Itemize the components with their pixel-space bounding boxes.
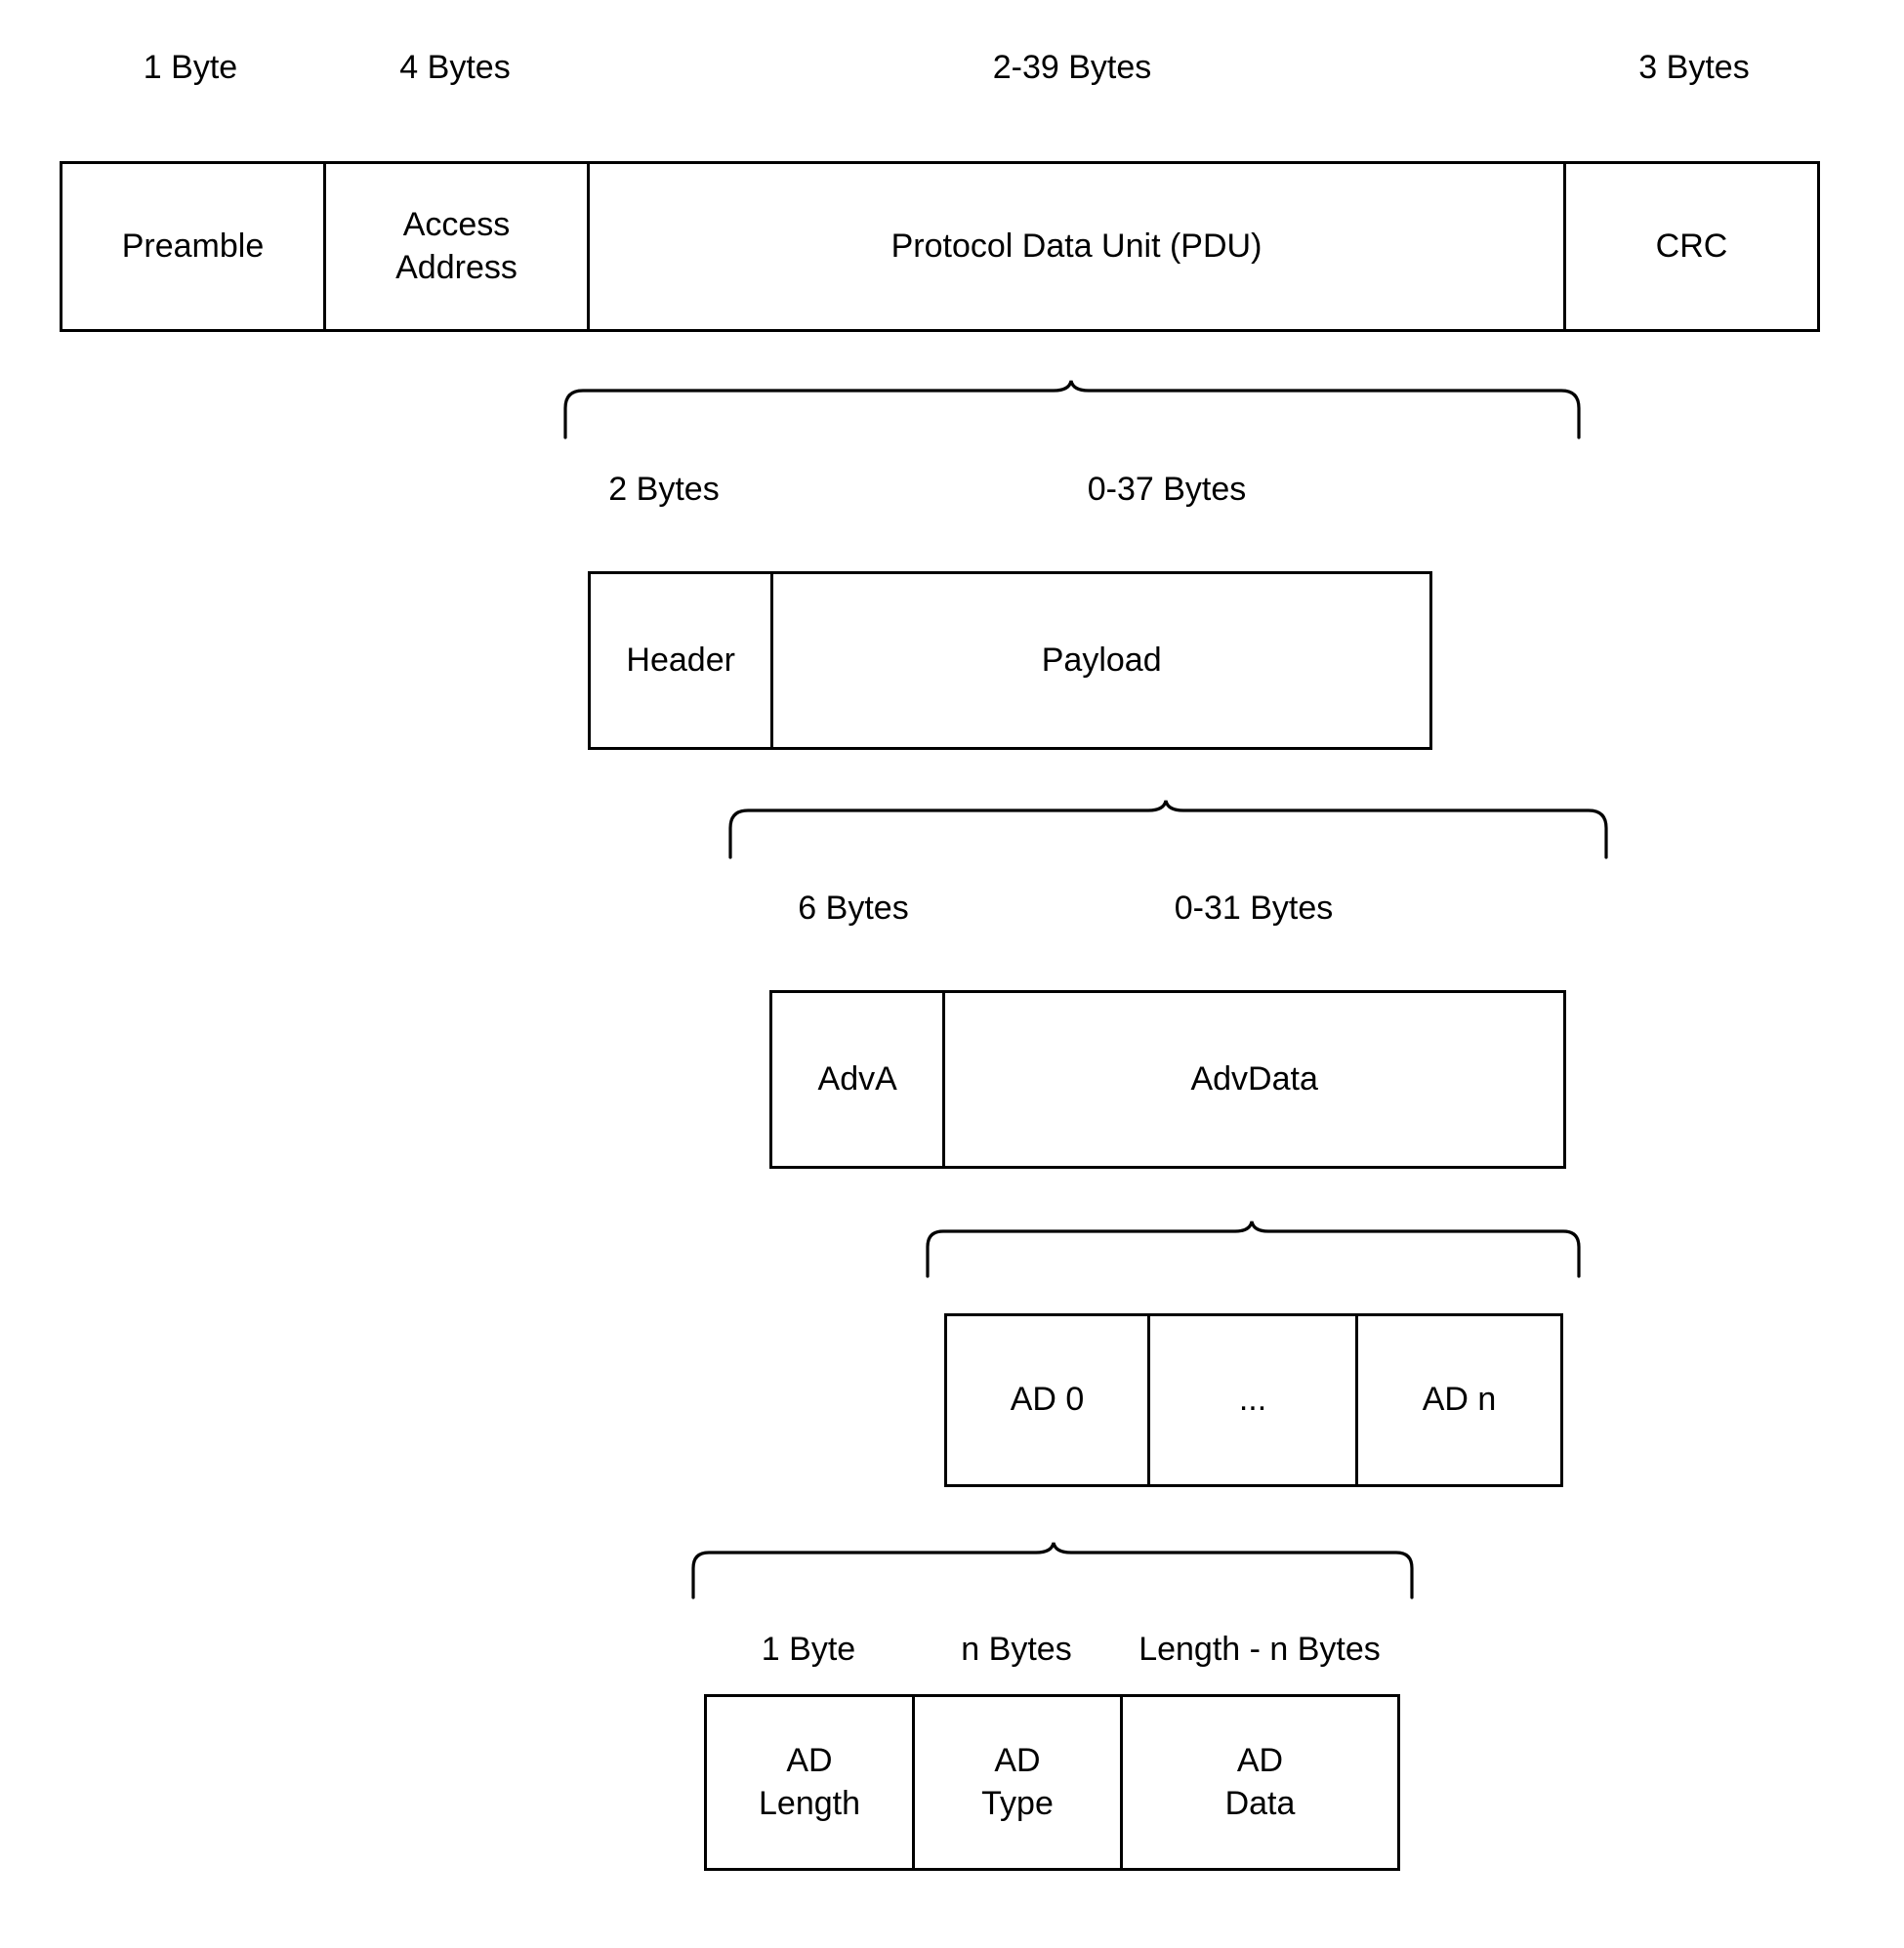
field-header: Header bbox=[591, 574, 774, 747]
size-label-pdu: 2-39 Bytes bbox=[992, 49, 1152, 86]
field-crc: CRC bbox=[1566, 164, 1817, 329]
size-label-header: 2 Bytes bbox=[608, 471, 720, 508]
advdata-row: AD 0 ... AD n bbox=[944, 1313, 1563, 1487]
size-label-crc: 3 Bytes bbox=[1638, 49, 1750, 86]
size-label-access-address: 4 Bytes bbox=[399, 49, 511, 86]
field-preamble: Preamble bbox=[62, 164, 326, 329]
field-ad-n: AD n bbox=[1358, 1316, 1560, 1484]
field-advdata: AdvData bbox=[945, 993, 1563, 1166]
field-ad-0: AD 0 bbox=[947, 1316, 1150, 1484]
ad-structure-row: AD Length AD Type AD Data bbox=[704, 1694, 1400, 1871]
size-label-ad-type: n Bytes bbox=[961, 1631, 1072, 1668]
size-label-ad-data: Length - n Bytes bbox=[1138, 1631, 1381, 1668]
size-label-adva: 6 Bytes bbox=[798, 890, 909, 927]
size-label-ad-length: 1 Byte bbox=[761, 1631, 856, 1668]
field-ad-ellipsis: ... bbox=[1150, 1316, 1358, 1484]
size-label-advdata: 0-31 Bytes bbox=[1174, 890, 1334, 927]
link-layer-packet-row: Preamble Access Address Protocol Data Un… bbox=[60, 161, 1820, 332]
brace-ad bbox=[691, 1541, 1416, 1599]
field-adva: AdvA bbox=[772, 993, 946, 1166]
payload-row: AdvA AdvData bbox=[769, 990, 1566, 1169]
field-access-address: Access Address bbox=[326, 164, 590, 329]
brace-pdu bbox=[563, 379, 1583, 439]
field-ad-type: AD Type bbox=[915, 1697, 1123, 1868]
field-ad-data: AD Data bbox=[1123, 1697, 1397, 1868]
brace-payload bbox=[728, 799, 1610, 859]
field-payload: Payload bbox=[773, 574, 1429, 747]
field-ad-length: AD Length bbox=[707, 1697, 915, 1868]
pdu-row: Header Payload bbox=[588, 571, 1432, 750]
size-label-preamble: 1 Byte bbox=[143, 49, 238, 86]
size-label-payload: 0-37 Bytes bbox=[1087, 471, 1247, 508]
brace-advdata bbox=[926, 1220, 1583, 1278]
field-pdu: Protocol Data Unit (PDU) bbox=[590, 164, 1566, 329]
